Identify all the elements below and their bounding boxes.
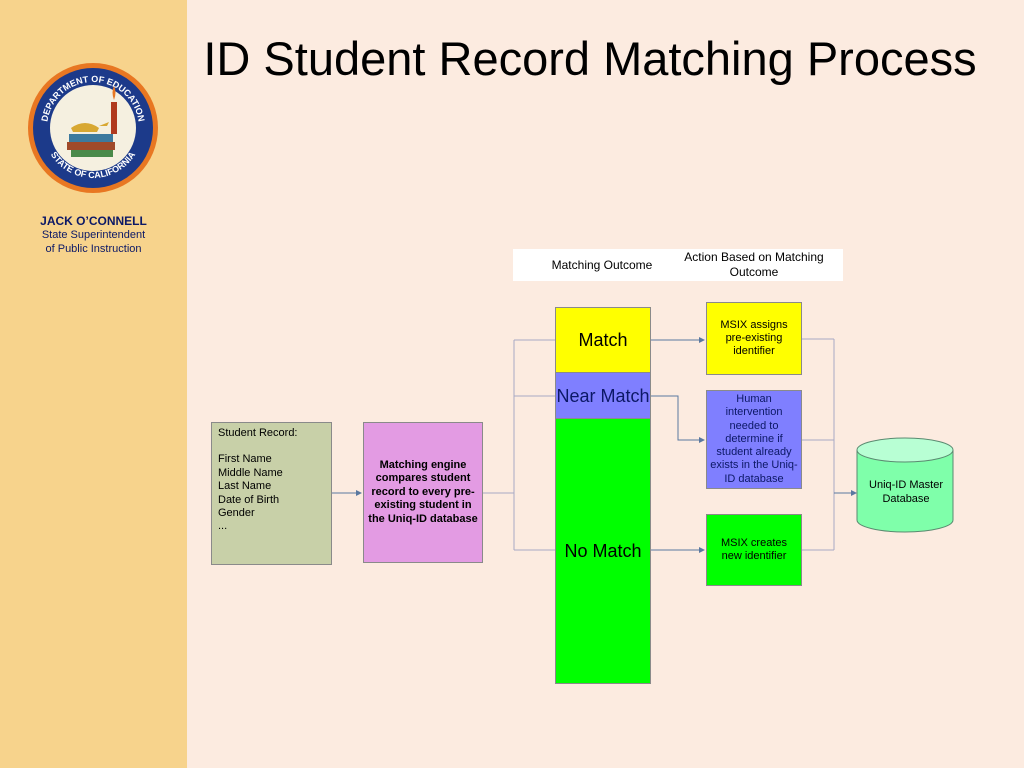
- field-ellipsis: ...: [218, 520, 228, 533]
- arrow-near-to-human: [651, 395, 705, 443]
- action-assign-identifier: MSIX assigns pre-existing identifier: [706, 302, 802, 375]
- presenter: JACK O’CONNELL State Superintendent of P…: [0, 214, 187, 256]
- legend-action-header: Action Based on Matching Outcome: [684, 250, 824, 279]
- field-last-name: Last Name: [218, 480, 272, 493]
- legend-header: Matching Outcome Action Based on Matchin…: [513, 249, 843, 281]
- matching-engine-text: Matching engine compares student record …: [368, 458, 478, 525]
- outcome-match: Match: [555, 307, 651, 373]
- presenter-name: JACK O’CONNELL: [40, 214, 147, 228]
- student-record-box: Student Record: First Name Middle Name L…: [211, 422, 332, 565]
- student-record-heading: Student Record:: [218, 427, 298, 439]
- sidebar: DEPARTMENT OF EDUCATION STATE OF CALIFOR…: [0, 0, 187, 768]
- field-first-name: First Name: [218, 453, 272, 466]
- action-human-intervention: Human intervention needed to determine i…: [706, 390, 802, 489]
- outcome-no-match-label: No Match: [564, 540, 642, 561]
- database-label: Uniq-ID Master Database: [869, 479, 943, 505]
- action-assign-text: MSIX assigns pre-existing identifier: [720, 318, 788, 358]
- slide-title: ID Student Record Matching Process: [203, 32, 977, 85]
- action-human-text: Human intervention needed to determine i…: [710, 393, 798, 485]
- action-create-identifier: MSIX creates new identifier: [706, 514, 802, 586]
- presenter-title-line2: of Public Instruction: [45, 243, 142, 255]
- presenter-title-line1: State Superintendent: [41, 229, 146, 241]
- field-date-of-birth: Date of Birth: [218, 493, 280, 506]
- outcome-no-match: No Match: [555, 418, 651, 684]
- department-seal: DEPARTMENT OF EDUCATION STATE OF CALIFOR…: [28, 63, 158, 193]
- outcome-match-label: Match: [578, 329, 628, 350]
- field-gender: Gender: [218, 507, 255, 520]
- outcome-near-match-label: Near Match: [556, 385, 650, 406]
- action-create-text: MSIX creates new identifier: [720, 536, 788, 562]
- outcome-near-match: Near Match: [555, 372, 651, 419]
- database-cylinder: [856, 437, 954, 533]
- matching-engine-box: Matching engine compares student record …: [363, 422, 483, 563]
- legend-outcome-header: Matching Outcome: [551, 258, 653, 272]
- field-middle-name: Middle Name: [218, 466, 283, 479]
